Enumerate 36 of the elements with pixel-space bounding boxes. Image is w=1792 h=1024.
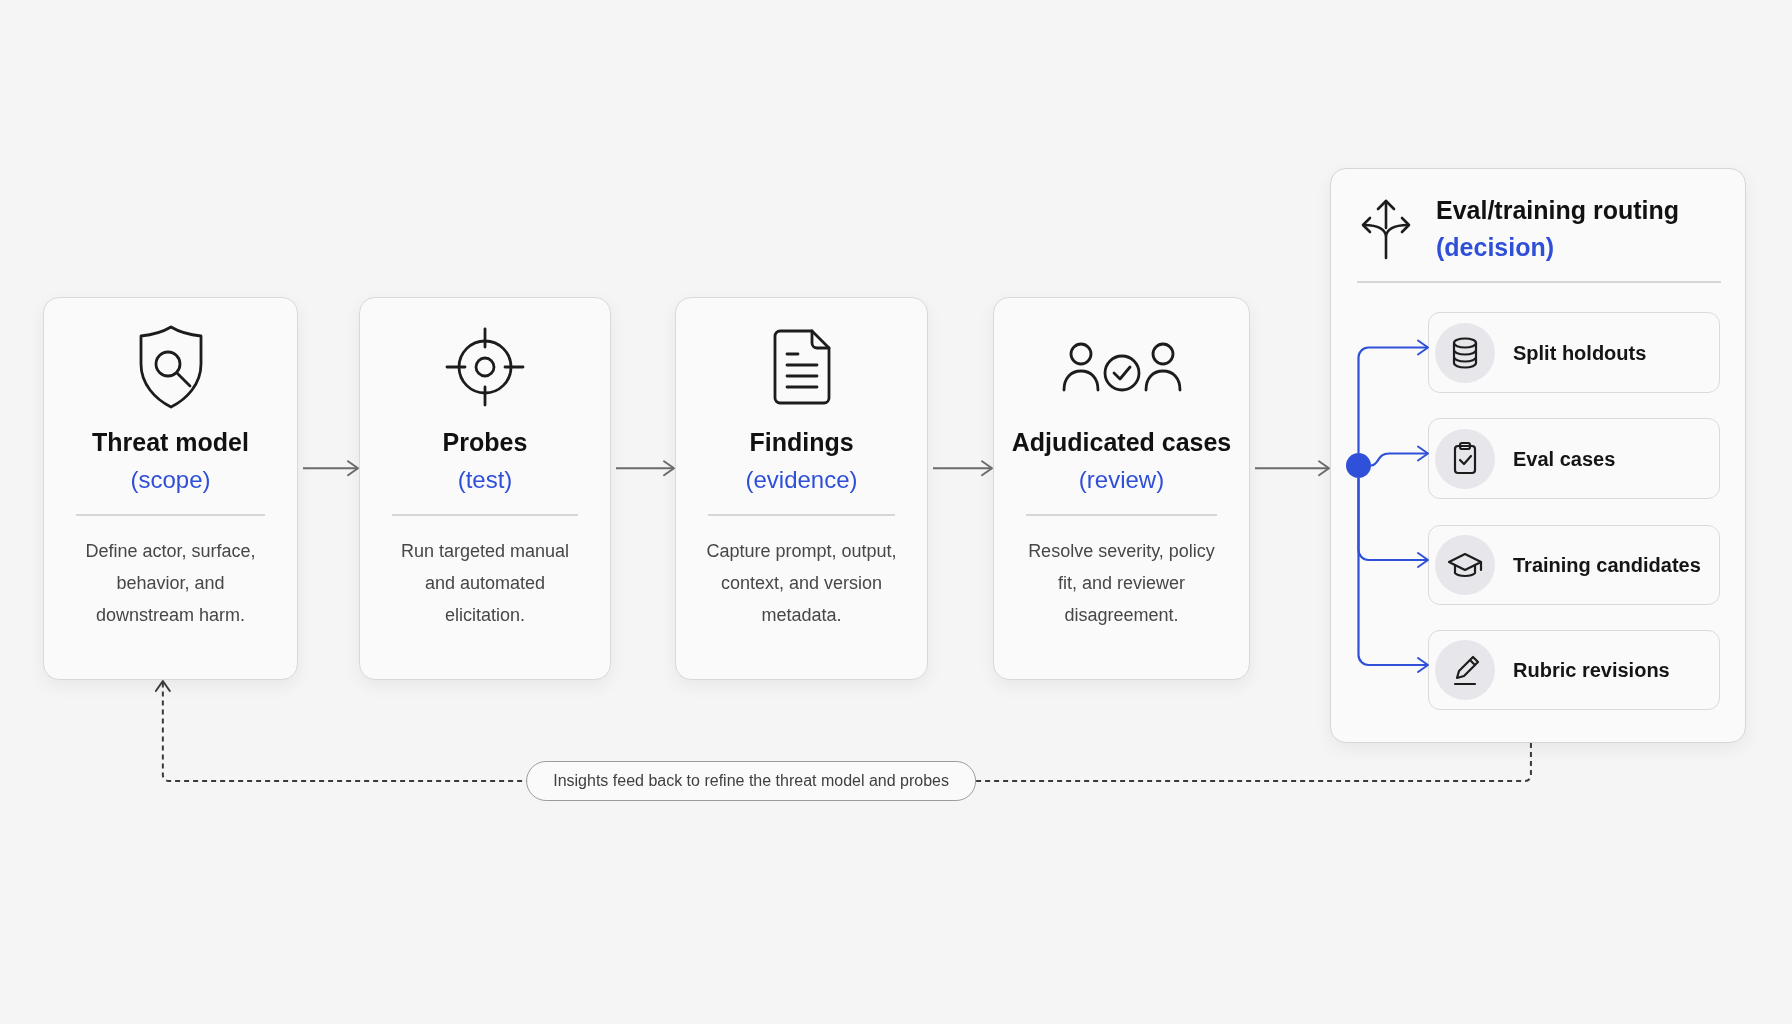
arrow <box>1357 478 1429 673</box>
card-subtitle: (scope) <box>130 465 211 495</box>
route-option-card <box>1428 525 1720 605</box>
card-subtitle: (evidence) <box>745 465 858 495</box>
arrow <box>615 460 675 477</box>
arrow <box>1370 445 1429 467</box>
route-option-label: Eval cases <box>1513 446 1616 472</box>
card-description: Define actor, surface, behavior, and downstream harm. <box>84 539 257 627</box>
card-title: Probes <box>442 427 528 458</box>
process-card <box>43 297 298 680</box>
process-card <box>993 297 1250 680</box>
route-option-label: Rubric revisions <box>1513 658 1670 683</box>
route-option-card <box>1428 312 1720 393</box>
route-option-label: Split holdouts <box>1513 340 1647 366</box>
card-description: Run targeted manual and automated elicitation. <box>399 539 571 627</box>
card-title: Threat model <box>92 427 249 458</box>
panel-title: Eval/training routing <box>1436 195 1681 226</box>
arrow <box>932 460 993 477</box>
card-title: Findings <box>749 427 854 458</box>
junction-dot <box>1346 453 1371 478</box>
panel-subtitle: (decision) <box>1436 232 1556 263</box>
edge-label: Insights feed back to refine the threat model and probes <box>526 761 976 801</box>
arrow <box>302 460 359 477</box>
route-option-label: Training candidates <box>1513 553 1701 578</box>
arrow <box>1357 339 1429 453</box>
card-description: Resolve severity, policy fit, and reviewer disagreement. <box>1027 539 1216 627</box>
card-subtitle: (review) <box>1078 465 1165 495</box>
card-description: Capture prompt, output, context, and version metadata. <box>705 539 898 627</box>
process-card <box>359 297 611 680</box>
route-option-card <box>1428 418 1720 499</box>
card-subtitle: (test) <box>457 465 513 495</box>
route-option-card <box>1428 630 1720 710</box>
routing-panel <box>1330 168 1746 743</box>
process-card <box>675 297 928 680</box>
arrow <box>1254 460 1330 477</box>
card-title: Adjudicated cases <box>1011 427 1232 458</box>
